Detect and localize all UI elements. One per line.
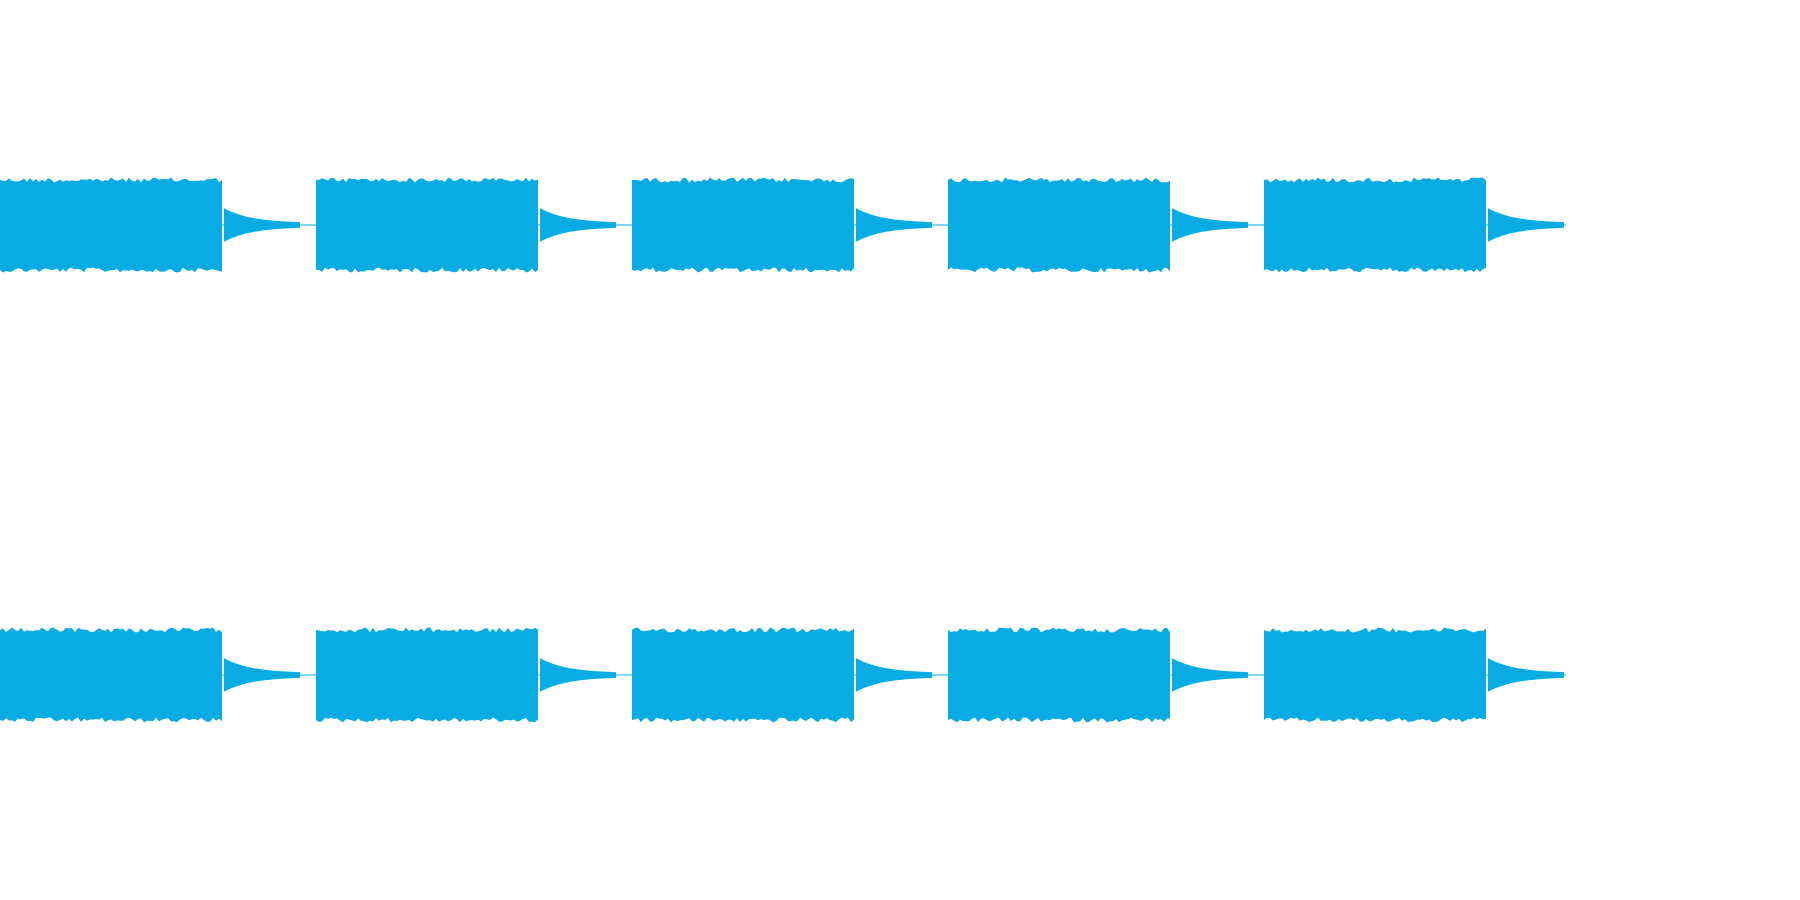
- tone-burst: [1264, 177, 1486, 273]
- tone-tail: [856, 208, 932, 242]
- left-channel: [0, 177, 1566, 273]
- tone-burst: [1264, 627, 1486, 723]
- tone-burst: [632, 177, 854, 273]
- tone-tail: [540, 208, 616, 242]
- tone-burst: [948, 627, 1170, 723]
- tone-tail: [224, 208, 300, 242]
- tone-tail: [1172, 208, 1248, 242]
- tone-burst: [948, 177, 1170, 273]
- tone-tail: [224, 658, 300, 692]
- tone-tail: [1488, 658, 1564, 692]
- tone-burst: [316, 177, 538, 273]
- right-channel: [0, 627, 1566, 723]
- tone-burst: [632, 627, 854, 723]
- tone-tail: [1488, 208, 1564, 242]
- tone-burst: [0, 627, 222, 723]
- tone-tail: [856, 658, 932, 692]
- tone-tail: [540, 658, 616, 692]
- tone-burst: [316, 627, 538, 723]
- tone-tail: [1172, 658, 1248, 692]
- tone-burst: [0, 177, 222, 273]
